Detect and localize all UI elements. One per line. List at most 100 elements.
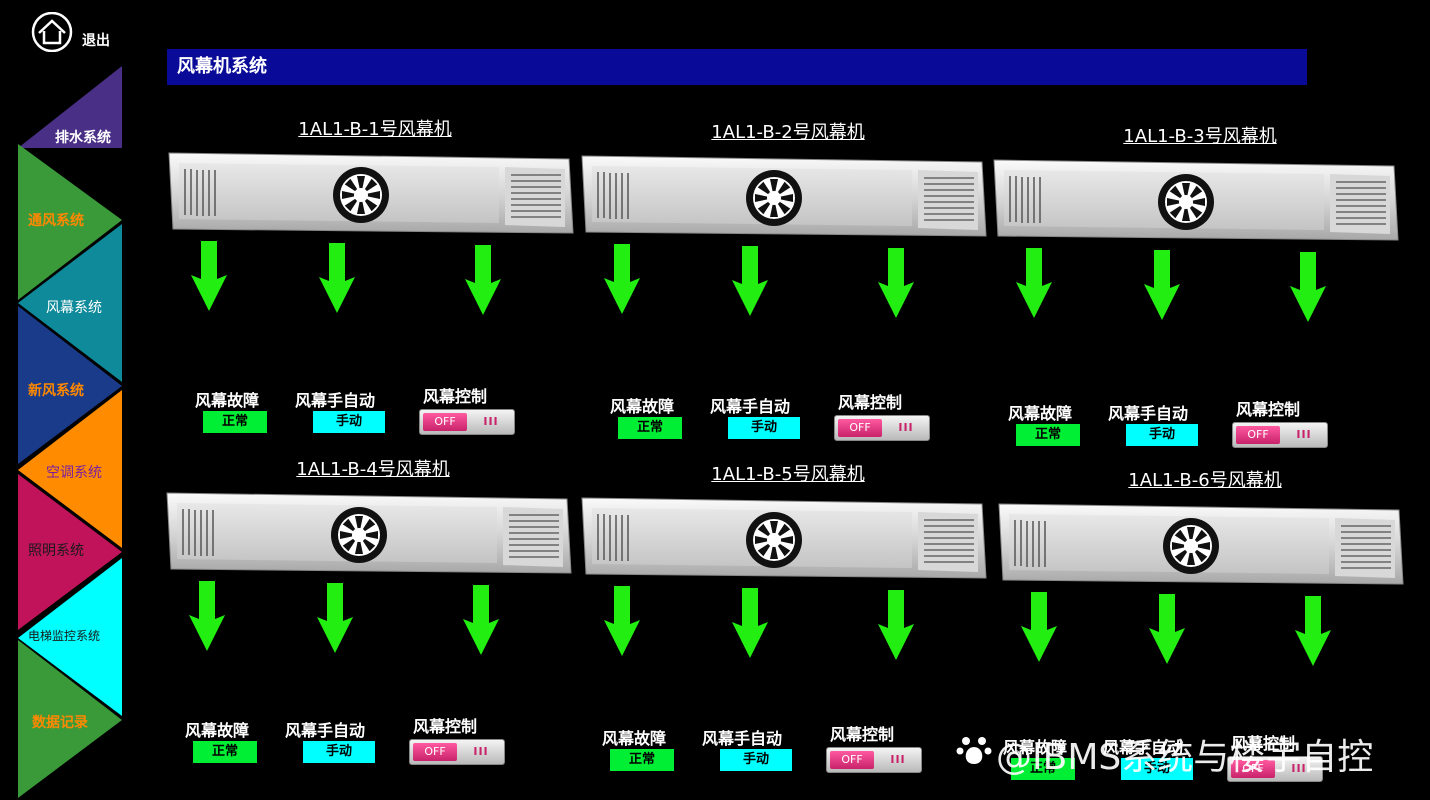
airflow-arrow-icon xyxy=(1149,594,1185,664)
air-curtain-device xyxy=(168,152,574,315)
mode-label: 风幕手自动 xyxy=(702,729,783,748)
fault-label: 风幕故障 xyxy=(195,391,260,410)
nav-item-fresh-air[interactable]: 新风系统 xyxy=(28,383,84,399)
nav-item-lighting[interactable]: 照明系统 xyxy=(28,543,84,559)
status-row: 风幕故障 正常 风幕手自动 手动 风幕控制 OFF III xyxy=(193,387,573,447)
nav-shape-elevator[interactable] xyxy=(18,558,122,716)
vent-grille-left xyxy=(597,172,629,219)
control-toggle[interactable]: OFF III xyxy=(419,409,515,435)
fault-status-badge: 正常 xyxy=(203,411,267,433)
air-curtain-unit: 1AL1-B-1号风幕机 xyxy=(165,115,585,445)
watermark: @IBMS系统与楼宇自控 xyxy=(996,737,1374,778)
nav-shape-fresh-air[interactable] xyxy=(18,306,122,464)
airflow-arrow-icon xyxy=(463,585,499,655)
vent-grille-right xyxy=(1336,181,1386,225)
mode-status-badge: 手动 xyxy=(1121,758,1193,780)
fan-icon xyxy=(1163,518,1219,574)
home-icon[interactable] xyxy=(30,12,74,52)
control-label: 风幕控制 xyxy=(423,387,488,406)
unit-name: 1AL1-B-1号风幕机 xyxy=(298,119,452,140)
control-label: 风幕控制 xyxy=(830,725,895,744)
control-toggle[interactable]: OFF III xyxy=(834,415,930,441)
mode-label: 风幕手自动 xyxy=(710,397,791,416)
fault-label: 风幕故障 xyxy=(185,721,250,740)
nav-shape-drainage[interactable] xyxy=(18,66,122,148)
control-toggle[interactable]: OFF III xyxy=(409,739,505,765)
airflow-arrow-icon xyxy=(1144,250,1180,320)
fan-icon xyxy=(746,170,802,226)
unit-name: 1AL1-B-2号风幕机 xyxy=(711,122,865,143)
airflow-arrow-icon xyxy=(1016,248,1052,318)
air-curtain-unit: 1AL1-B-2号风幕机 xyxy=(578,118,998,448)
nav-item-data-log[interactable]: 数据记录 xyxy=(32,715,88,731)
nav-item-ventilation[interactable]: 通风系统 xyxy=(28,213,84,229)
airflow-arrow-icon xyxy=(1295,596,1331,666)
unit-name: 1AL1-B-4号风幕机 xyxy=(296,459,450,480)
toggle-grip-icon: III xyxy=(1296,428,1312,441)
toggle-off-label: OFF xyxy=(423,413,467,431)
toggle-grip-icon: III xyxy=(473,745,489,758)
nav-shape-data-log[interactable] xyxy=(18,640,122,798)
vent-grille-right xyxy=(924,519,974,563)
control-toggle[interactable]: OFF III xyxy=(1232,422,1328,448)
nav-item-elevator[interactable]: 电梯监控系统 xyxy=(28,629,101,643)
page-title: 风幕机系统 xyxy=(167,49,1307,85)
unit-name: 1AL1-B-3号风幕机 xyxy=(1123,126,1277,147)
nav-shape-hvac[interactable] xyxy=(18,390,122,548)
airflow-arrow-icon xyxy=(465,245,501,315)
toggle-off-label: OFF xyxy=(1236,426,1280,444)
control-label: 风幕控制 xyxy=(413,717,478,736)
fault-label: 风幕故障 xyxy=(602,729,667,748)
air-curtain-device xyxy=(581,497,987,660)
vent-grille-right xyxy=(924,177,974,221)
airflow-arrow-icon xyxy=(189,581,225,651)
nav-shape-air-curtain[interactable] xyxy=(18,224,122,382)
status-row: 风幕故障 正常 风幕手自动 手动 风幕控制 OFF III xyxy=(608,393,988,453)
air-curtain-unit: 1AL1-B-4号风幕机 xyxy=(163,455,583,785)
air-curtain-unit: 1AL1-B-5号风幕机 xyxy=(578,460,998,790)
air-curtain-device xyxy=(998,503,1404,666)
mode-label: 风幕手自动 xyxy=(1103,738,1184,757)
fault-status-badge: 正常 xyxy=(618,417,682,439)
control-toggle[interactable]: OFF III xyxy=(1227,756,1323,782)
toggle-grip-icon: III xyxy=(483,415,499,428)
nav-item-air-curtain[interactable]: 风幕系统 xyxy=(46,300,102,316)
mode-status-badge: 手动 xyxy=(303,741,375,763)
control-label: 风幕控制 xyxy=(1231,734,1296,753)
vent-grille-left xyxy=(597,514,629,561)
fault-label: 风幕故障 xyxy=(610,397,675,416)
vent-grille-right xyxy=(511,174,561,218)
toggle-off-label: OFF xyxy=(830,751,874,769)
unit-name: 1AL1-B-5号风幕机 xyxy=(711,464,865,485)
airflow-arrow-icon xyxy=(732,246,768,316)
airflow-arrow-icon xyxy=(1021,592,1057,662)
airflow-arrow-icon xyxy=(604,244,640,314)
airflow-arrow-icon xyxy=(319,243,355,313)
vent-grille-left xyxy=(1009,176,1041,223)
fan-icon xyxy=(746,512,802,568)
exit-button[interactable]: 退出 xyxy=(82,33,110,49)
status-row: 风幕故障 正常 风幕手自动 手动 风幕控制 OFF III xyxy=(183,717,563,777)
nav-item-drainage[interactable]: 排水系统 xyxy=(55,130,111,146)
toggle-off-label: OFF xyxy=(1231,760,1275,778)
vent-grille-right xyxy=(509,514,559,558)
air-curtain-unit: 1AL1-B-6号风幕机 xyxy=(995,466,1415,796)
control-toggle[interactable]: OFF III xyxy=(826,747,922,773)
status-row: 风幕故障 正常 风幕手自动 手动 风幕控制 OFF III xyxy=(600,725,980,785)
air-curtain-device xyxy=(993,159,1399,322)
paw-icon xyxy=(956,737,992,764)
nav-shape-lighting[interactable] xyxy=(18,474,122,630)
toggle-off-label: OFF xyxy=(413,743,457,761)
nav-shape-ventilation[interactable] xyxy=(18,144,122,300)
fan-icon xyxy=(331,507,387,563)
control-label: 风幕控制 xyxy=(1236,400,1301,419)
fault-status-badge: 正常 xyxy=(1016,424,1080,446)
vent-grille-right xyxy=(1341,525,1391,569)
airflow-arrow-icon xyxy=(191,241,227,311)
mode-status-badge: 手动 xyxy=(313,411,385,433)
vent-grille-left xyxy=(184,169,216,216)
mode-label: 风幕手自动 xyxy=(285,721,366,740)
nav-item-hvac[interactable]: 空调系统 xyxy=(46,465,102,481)
toggle-grip-icon: III xyxy=(1291,762,1307,775)
control-label: 风幕控制 xyxy=(838,393,903,412)
